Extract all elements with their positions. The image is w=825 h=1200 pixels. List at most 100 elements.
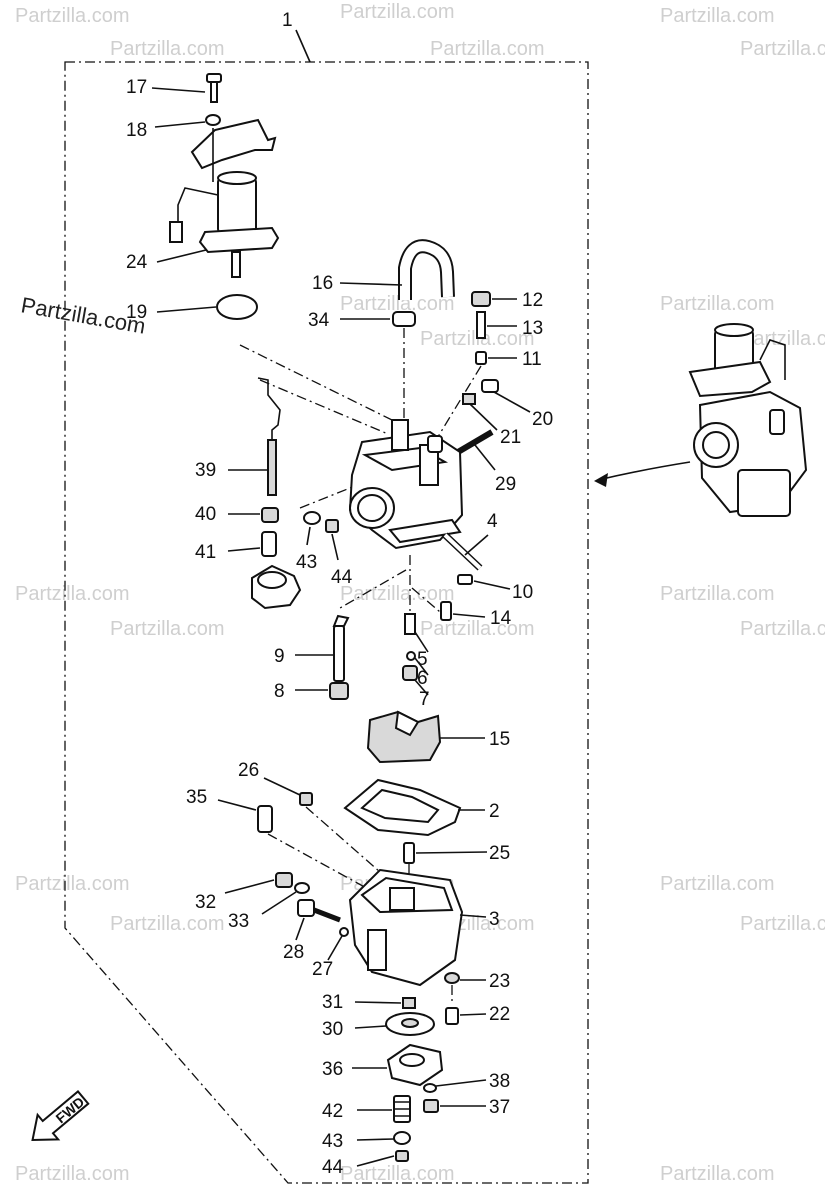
alignment-line [305, 806, 381, 873]
assembly-boundary [64, 61, 589, 1184]
part-34-clip [392, 311, 416, 327]
callout-6: 6 [417, 668, 428, 689]
watermark-text: Partzilla.com [660, 5, 774, 27]
leader-19 [156, 306, 217, 313]
callout-4: 4 [487, 511, 498, 532]
watermark-layer: Partzilla.com Partzilla.com Partzilla.co… [15, 1, 825, 1185]
callout-43b: 43 [322, 1131, 343, 1152]
arrow-line [597, 461, 691, 481]
leader-38 [435, 1079, 487, 1087]
watermark-text: Partzilla.com [340, 583, 454, 605]
callout-5: 5 [417, 649, 428, 670]
part-24-choke-solenoid [169, 118, 280, 278]
part-28-drain-screw [297, 899, 341, 923]
watermark-text: Partzilla.com [110, 618, 224, 640]
leader-7 [414, 679, 429, 696]
part-42-spring [393, 1095, 411, 1123]
callout-12: 12 [522, 290, 543, 311]
watermark-text: Partzilla.com [660, 583, 774, 605]
part-2-gasket [343, 778, 462, 837]
watermark-text: Partzilla.com [660, 293, 774, 315]
part-15-float [366, 710, 442, 764]
callout-1: 1 [282, 10, 293, 31]
callout-7: 7 [419, 689, 430, 710]
alignment-line [259, 379, 389, 435]
callout-31: 31 [322, 992, 343, 1013]
part-36-pump-cover [386, 1043, 444, 1087]
callout-30: 30 [322, 1019, 343, 1040]
callout-41: 41 [195, 542, 216, 563]
leader-25 [415, 851, 488, 854]
alignment-line [411, 587, 441, 613]
part-29-stud [456, 429, 494, 455]
leader-35 [217, 799, 257, 811]
part-20-screw [481, 379, 499, 393]
watermark-text: Partzilla.com [740, 618, 825, 640]
callout-3: 3 [489, 909, 500, 930]
assembly-leader [295, 29, 311, 63]
leader-43b [356, 1138, 395, 1141]
part-6-o-ring [406, 651, 416, 661]
part-43-washer-lower [393, 1131, 411, 1145]
callout-33: 33 [228, 911, 249, 932]
leader-26 [263, 777, 301, 796]
part-17-screw [206, 73, 222, 103]
watermark-text: Partzilla.com [110, 38, 224, 60]
part-11-jet [475, 351, 487, 365]
leader-16 [339, 282, 403, 286]
part-31-spring [402, 997, 416, 1009]
leader-32 [224, 879, 275, 894]
callout-13: 13 [522, 318, 543, 339]
callout-37: 37 [489, 1097, 510, 1118]
part-38-washer [423, 1083, 437, 1093]
part-43-washer [303, 511, 321, 525]
leader-6 [414, 657, 429, 676]
callout-36: 36 [322, 1059, 343, 1080]
watermark-text: Partzilla.com [740, 38, 825, 60]
leader-21 [469, 403, 498, 431]
callout-43a: 43 [296, 552, 317, 573]
part-30-diaphragm [385, 1012, 435, 1036]
callout-22: 22 [489, 1004, 510, 1025]
callout-17: 17 [126, 77, 147, 98]
part-44-nut [325, 519, 339, 533]
callout-32: 32 [195, 892, 216, 913]
part-26-jet [299, 792, 313, 806]
callout-16: 16 [312, 273, 333, 294]
arrow-head [594, 473, 608, 487]
leader-10 [473, 580, 511, 590]
alignment-line [339, 569, 407, 609]
callout-10: 10 [512, 582, 533, 603]
callout-44b: 44 [322, 1157, 344, 1178]
callout-18: 18 [126, 120, 147, 141]
callout-29: 29 [495, 474, 516, 495]
part-33-washer [294, 882, 310, 894]
watermark-text: Partzilla.com [340, 1, 454, 23]
callout-27: 27 [312, 959, 333, 980]
watermark-text: Partzilla.com [110, 913, 224, 935]
leader-44b [356, 1155, 395, 1167]
part-41-collar [261, 531, 277, 557]
part-10-screw [457, 574, 473, 585]
leader-44 [331, 533, 339, 561]
watermark-text: Partzilla.com [15, 583, 129, 605]
carburetor-body [348, 419, 483, 571]
callout-39: 39 [195, 460, 216, 481]
callout-24: 24 [126, 252, 148, 273]
callout-25: 25 [489, 843, 510, 864]
watermark-text: Partzilla.com [660, 1163, 774, 1185]
cover-cap [251, 564, 302, 610]
callout-40: 40 [195, 504, 216, 525]
leader-28 [295, 917, 305, 941]
part-12-cap [471, 291, 491, 307]
callout-9: 9 [274, 646, 285, 667]
leader-27 [327, 935, 343, 961]
callout-44a: 44 [331, 567, 353, 588]
leader-41 [227, 547, 261, 552]
callout-23: 23 [489, 971, 510, 992]
callout-38: 38 [489, 1071, 510, 1092]
part-22-screw [445, 1007, 459, 1025]
leader-30 [354, 1025, 387, 1029]
leader-29 [474, 444, 496, 471]
